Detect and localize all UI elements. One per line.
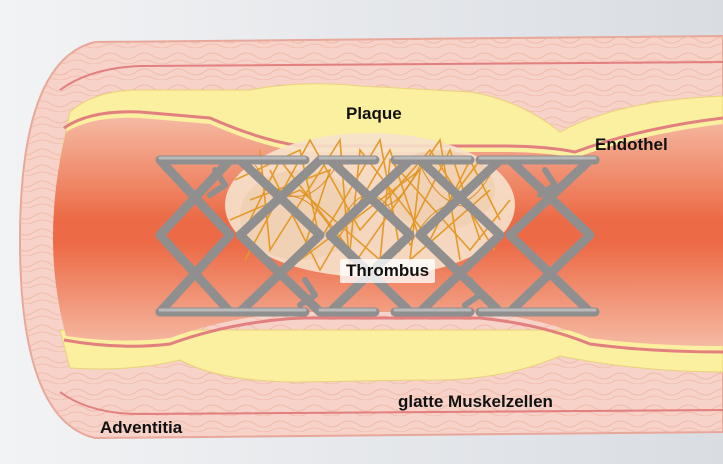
label-adventitia: Adventitia [100,418,182,438]
label-plaque: Plaque [346,104,402,124]
label-thrombus: Thrombus [340,259,435,283]
label-endothel: Endothel [595,135,668,155]
label-smooth-muscle: glatte Muskelzellen [398,392,553,412]
